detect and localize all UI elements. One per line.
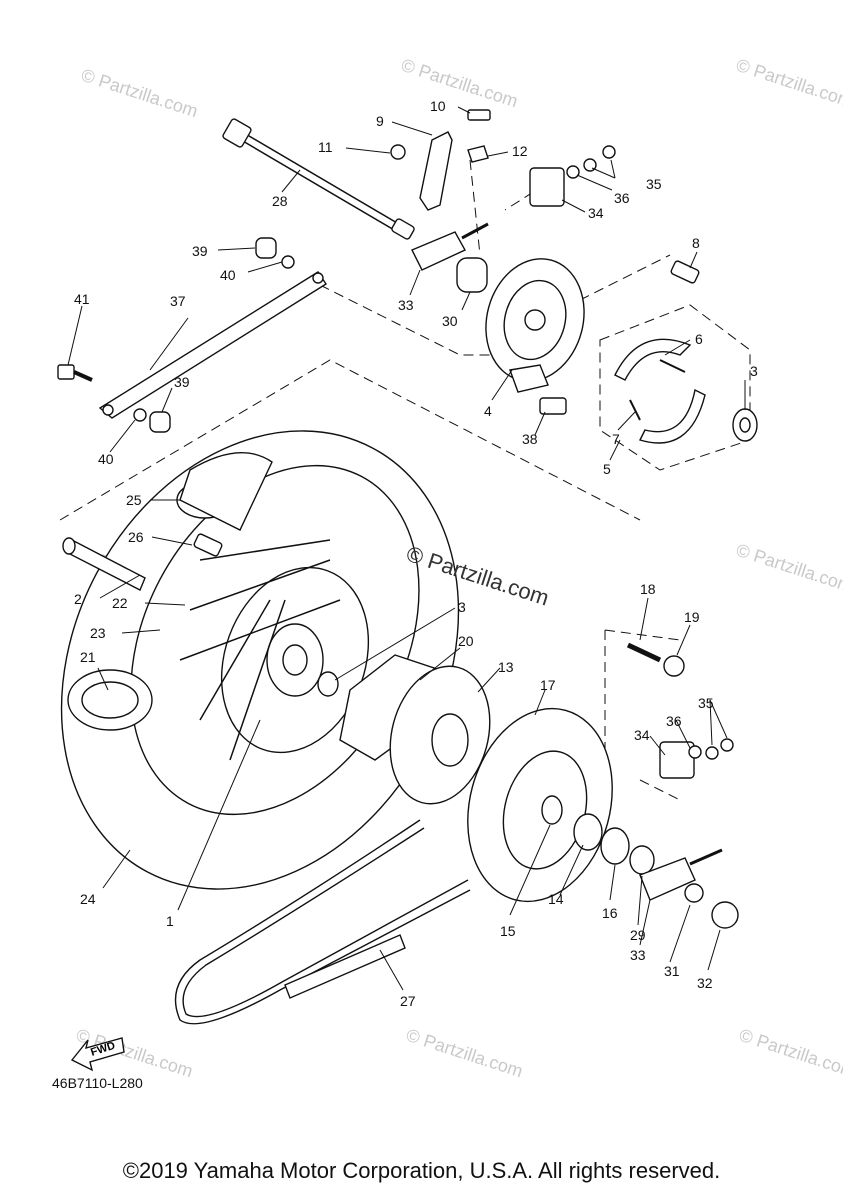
callout-35: 35 [646,176,662,192]
callout-2: 2 [74,591,82,607]
bearing-right [732,408,758,442]
leader-lines [67,106,746,991]
callout-1: 1 [166,913,174,929]
callout-35: 35 [698,695,714,711]
watermark: © Partzilla.com [734,55,843,112]
small-parts-right [573,642,739,929]
fwd-arrow: FWD [70,1037,125,1072]
callout-3: 3 [458,599,466,615]
watermark: © Partzilla.com [737,1025,843,1082]
brake-plate [485,258,585,393]
callout-34: 34 [588,205,604,221]
callout-27: 27 [400,993,416,1009]
spacer-collar [62,537,146,591]
rear-hub [179,539,370,761]
callout-19: 19 [684,609,700,625]
callout-14: 14 [548,891,564,907]
assembly-guides [59,159,751,801]
small-parts-top [133,109,700,433]
callout-9: 9 [376,113,384,129]
tube [176,452,273,557]
callout-37: 37 [170,293,186,309]
callout-16: 16 [602,905,618,921]
callout-32: 32 [697,975,713,991]
callout-labels: 1 2 3 3 4 5 6 7 8 9 10 11 12 13 14 15 16… [74,98,758,1009]
watermark: © Partzilla.com [399,55,521,112]
callout-34: 34 [634,727,650,743]
callout-36: 36 [614,190,630,206]
callout-40: 40 [220,267,236,283]
callout-39: 39 [174,374,190,390]
callout-33: 33 [630,947,646,963]
callout-17: 17 [540,677,556,693]
callout-12: 12 [512,143,528,159]
callout-13: 13 [498,659,514,675]
callout-15: 15 [500,923,516,939]
callout-30: 30 [442,313,458,329]
callout-24: 24 [80,891,96,907]
callout-6: 6 [695,331,703,347]
watermark: © Partzilla.com [79,65,201,122]
callout-21: 21 [80,649,96,665]
callout-8: 8 [692,235,700,251]
callout-7: 7 [612,431,620,447]
callout-20: 20 [458,633,474,649]
callout-33: 33 [398,297,414,313]
rear-sprocket [467,707,613,903]
callout-11: 11 [318,139,333,155]
callout-4: 4 [484,403,492,419]
tension-bar [98,271,327,419]
rear-axle [222,118,415,240]
bolt-41 [57,364,93,382]
callout-18: 18 [640,581,656,597]
callout-40: 40 [98,451,114,467]
callout-38: 38 [522,431,538,447]
watermark: © Partzilla.com [404,1025,526,1082]
callout-28: 28 [272,193,288,209]
callout-10: 10 [430,98,446,114]
callout-36: 36 [666,713,682,729]
callout-3: 3 [750,363,758,379]
callout-22: 22 [112,595,128,611]
callout-31: 31 [664,963,680,979]
watermark: © Partzilla.com [734,540,843,597]
callout-41: 41 [74,291,90,307]
diagram-code: 46B7110-L280 [52,1075,143,1091]
drive-chain [174,819,471,1025]
callout-29: 29 [630,927,646,943]
brake-shoes [614,338,706,444]
callout-26: 26 [128,529,144,545]
callout-25: 25 [126,492,142,508]
callout-5: 5 [603,461,611,477]
callout-39: 39 [192,243,208,259]
copyright-notice: ©2019 Yamaha Motor Corporation, U.S.A. A… [122,1158,721,1183]
sprocket-hub [339,654,491,805]
callout-23: 23 [90,625,106,641]
